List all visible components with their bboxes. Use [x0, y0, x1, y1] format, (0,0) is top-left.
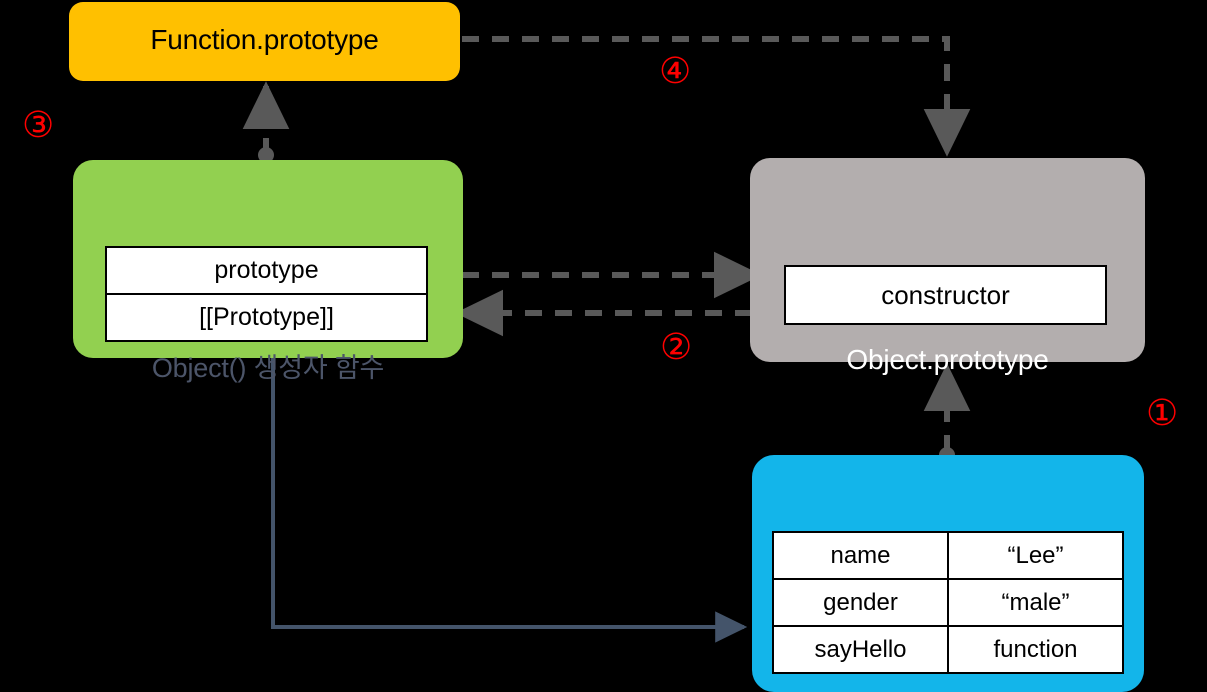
edge-constructor-creates-person: [271, 358, 748, 643]
property-internal-prototype: [[Prototype]]: [105, 293, 428, 342]
object-prototype-property-table: constructor: [784, 265, 1107, 325]
property-constructor: constructor: [784, 265, 1107, 325]
node-function-prototype-label: Function.prototype: [150, 24, 379, 55]
property-key-gender: gender: [772, 578, 949, 627]
property-value-gender: “male”: [947, 578, 1124, 627]
table-row: sayHello function: [772, 625, 1124, 674]
step-marker-3: ③: [22, 105, 55, 146]
node-object-prototype[interactable]: Object.prototype: [750, 158, 1145, 375]
table-row: name “Lee”: [772, 531, 1124, 580]
step-marker-2: ②: [660, 327, 693, 368]
property-value-name: “Lee”: [947, 531, 1124, 580]
node-function-prototype[interactable]: Function.prototype: [69, 2, 460, 81]
object-constructor-property-table: prototype [[Prototype]]: [105, 246, 428, 342]
table-row: constructor: [784, 265, 1107, 325]
node-object-prototype-label: Object.prototype: [846, 344, 1049, 375]
property-prototype: prototype: [105, 246, 428, 295]
edge-function-prototype-to-object-prototype: [462, 36, 971, 157]
property-value-sayhello: function: [947, 625, 1124, 674]
table-row: prototype: [105, 246, 428, 295]
step-marker-4: ④: [659, 51, 692, 92]
property-key-sayhello: sayHello: [772, 625, 949, 674]
property-key-name: name: [772, 531, 949, 580]
connector-dot-ctor-top: [258, 147, 274, 163]
step-marker-1: ①: [1146, 393, 1179, 434]
table-row: [[Prototype]]: [105, 293, 428, 342]
node-object-constructor-label: Object() 생성자 함수: [151, 353, 385, 383]
person-property-table: name “Lee” gender “male” sayHello functi…: [772, 531, 1124, 674]
table-row: gender “male”: [772, 578, 1124, 627]
